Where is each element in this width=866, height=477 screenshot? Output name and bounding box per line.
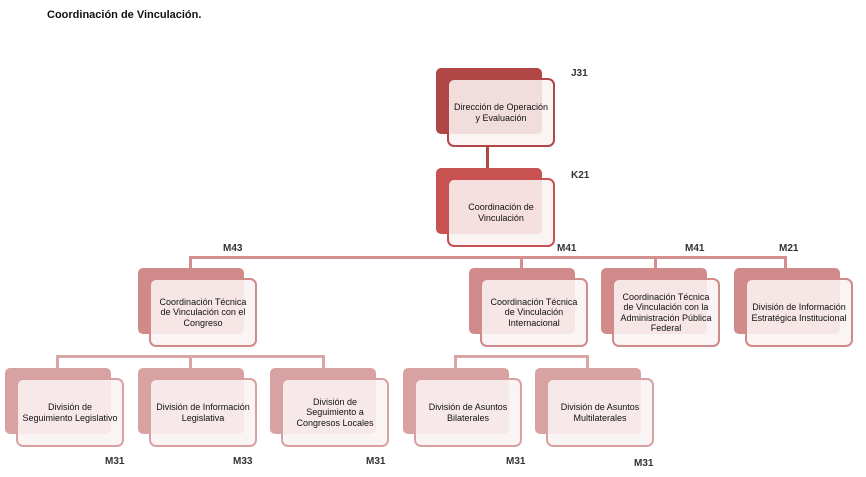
connector-line [322, 355, 325, 368]
position-code: J31 [571, 68, 588, 79]
org-node-locales[interactable]: División de Seguimiento a Congresos Loca… [281, 378, 389, 447]
org-node-bilaterales[interactable]: División de Asuntos Bilaterales [414, 378, 522, 447]
page-title: Coordinación de Vinculación. [47, 9, 202, 21]
position-code: M31 [366, 456, 386, 467]
connector-line [486, 147, 489, 168]
position-code: K21 [571, 170, 590, 181]
connector-line [454, 355, 457, 368]
org-node-internacional[interactable]: Coordinación Técnica de Vinculación Inte… [480, 278, 588, 347]
position-code: M31 [105, 456, 125, 467]
connector-line [784, 256, 787, 268]
connector-line [454, 355, 588, 358]
position-code: M31 [506, 456, 526, 467]
org-node-multilaterales[interactable]: División de Asuntos Multilaterales [546, 378, 654, 447]
org-node-congreso[interactable]: Coordinación Técnica de Vinculación con … [149, 278, 257, 347]
position-code: M41 [685, 243, 705, 254]
org-node-apf[interactable]: Coordinación Técnica de Vinculación con … [612, 278, 720, 347]
org-node-estrategica[interactable]: División de Información Estratégica Inst… [745, 278, 853, 347]
connector-line [56, 355, 59, 368]
org-node-coordinacion[interactable]: Coordinación de Vinculación [447, 178, 555, 247]
position-code: M33 [233, 456, 253, 467]
position-code: M31 [634, 458, 654, 469]
connector-line [189, 256, 192, 268]
connector-line [190, 256, 787, 259]
position-code: M21 [779, 243, 799, 254]
position-code: M43 [223, 243, 243, 254]
connector-line [189, 355, 192, 368]
org-node-direccion[interactable]: Dirección de Operación y Evaluación [447, 78, 555, 147]
position-code: M41 [557, 243, 577, 254]
org-node-informacion[interactable]: División de Información Legislativa [149, 378, 257, 447]
connector-line [586, 355, 589, 368]
org-node-seguimiento[interactable]: División de Seguimiento Legislativo [16, 378, 124, 447]
connector-line [654, 256, 657, 268]
connector-line [520, 256, 523, 268]
